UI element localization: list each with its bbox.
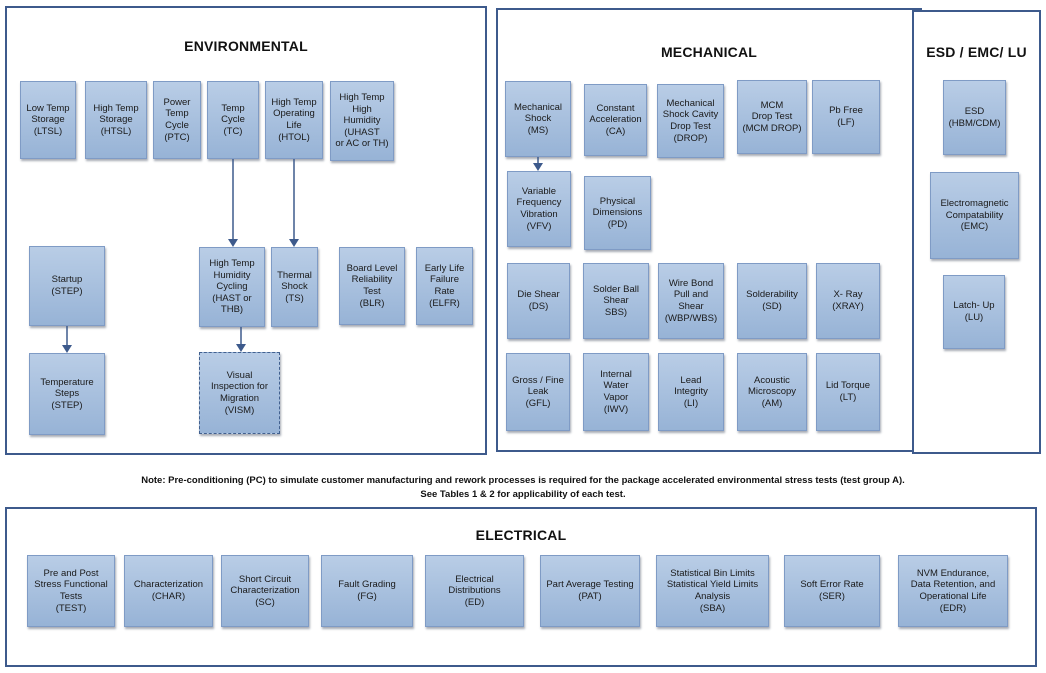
test-box-xray: X- Ray (XRAY) [816,263,880,339]
test-box-emc: Electromagnetic Compatability (EMC) [930,172,1019,259]
test-box-temperature-steps: Temperature Steps (STEP) [29,353,105,435]
test-box-drop: Mechanical Shock Cavity Drop Test (DROP) [657,84,724,158]
test-box-lf: Pb Free (LF) [812,80,880,154]
test-box-htol: High Temp Operating Life (HTOL) [265,81,323,159]
test-box-sc: Short Circuit Characterization (SC) [221,555,309,627]
test-box-ser: Soft Error Rate (SER) [784,555,880,627]
test-box-hast: High Temp Humidity Cycling (HAST or THB) [199,247,265,327]
test-box-pd: Physical Dimensions (PD) [584,176,651,250]
test-box-uhast: High Temp High Humidity (UHAST or AC or … [330,81,394,161]
test-box-sd: Solderability (SD) [737,263,807,339]
test-box-startup: Startup (STEP) [29,246,105,326]
test-box-tc: Temp Cycle (TC) [207,81,259,159]
note-line-2: See Tables 1 & 2 for applicability of ea… [420,489,626,500]
electrical-title: ELECTRICAL [475,527,567,543]
test-box-ptc: Power Temp Cycle (PTC) [153,81,201,159]
test-box-ms: Mechanical Shock (MS) [505,81,571,157]
test-box-ts: Thermal Shock (TS) [271,247,318,327]
test-box-vism: Visual Inspection for Migration (VISM) [199,352,280,434]
test-box-ds: Die Shear (DS) [507,263,570,339]
test-box-fg: Fault Grading (FG) [321,555,413,627]
test-box-li: Lead Integrity (LI) [658,353,724,431]
test-box-mcm-drop: MCM Drop Test (MCM DROP) [737,80,807,154]
test-box-blr: Board Level Reliability Test (BLR) [339,247,405,325]
esd-emc-lu-title: ESD / EMC/ LU [926,44,1027,60]
test-box-am: Acoustic Microscopy (AM) [737,353,807,431]
test-box-iwv: Internal Water Vapor (IWV) [583,353,649,431]
test-box-sbs: Solder Ball Shear SBS) [583,263,649,339]
test-box-vfv: Variable Frequency Vibration (VFV) [507,171,571,247]
test-box-wbp: Wire Bond Pull and Shear (WBP/WBS) [658,263,724,339]
note-line-1: Note: Pre-conditioning (PC) to simulate … [141,475,905,486]
test-box-ca: Constant Acceleration (CA) [584,84,647,156]
test-box-gfl: Gross / Fine Leak (GFL) [506,353,570,431]
test-box-lt: Lid Torque (LT) [816,353,880,431]
test-box-ed: Electrical Distributions (ED) [425,555,524,627]
test-box-htsl: High Temp Storage (HTSL) [85,81,147,159]
test-box-ltsl: Low Temp Storage (LTSL) [20,81,76,159]
test-box-lu: Latch- Up (LU) [943,275,1005,349]
test-box-sba: Statistical Bin Limits Statistical Yield… [656,555,769,627]
test-box-elfr: Early Life Failure Rate (ELFR) [416,247,473,325]
environmental-title: ENVIRONMENTAL [184,38,308,54]
test-box-pat: Part Average Testing (PAT) [540,555,640,627]
mechanical-title: MECHANICAL [660,44,758,60]
test-box-esd: ESD (HBM/CDM) [943,80,1006,155]
test-box-edr: NVM Endurance, Data Retention, and Opera… [898,555,1008,627]
test-box-test: Pre and Post Stress Functional Tests (TE… [27,555,115,627]
test-box-char: Characterization (CHAR) [124,555,213,627]
